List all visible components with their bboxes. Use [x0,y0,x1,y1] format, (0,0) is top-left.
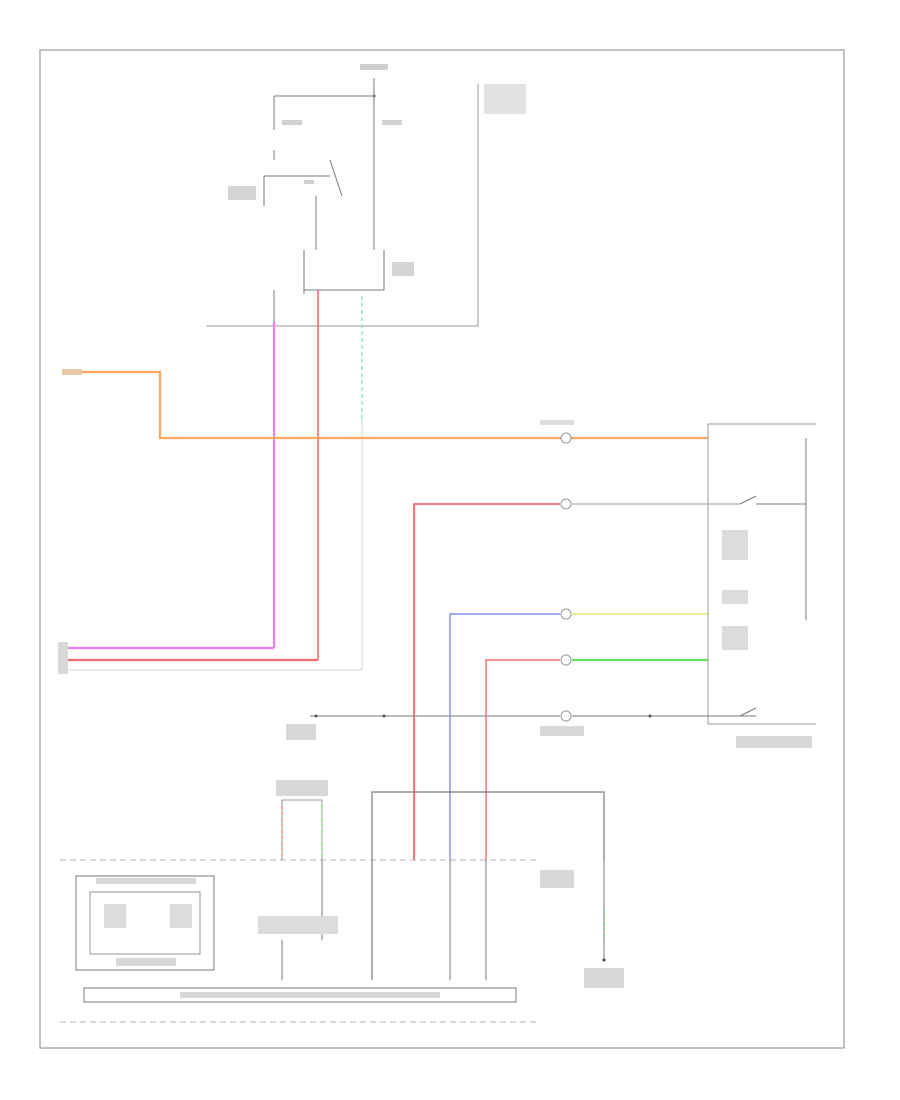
wire-red [413,503,560,860]
diagram-frame [39,49,845,1049]
left-module [75,875,215,971]
wire-pink-red [485,659,560,860]
ground-point-label [286,724,316,740]
note-bracket [206,84,479,327]
power-source [360,64,388,98]
brake-pedal-switch [228,150,343,250]
wire-blue [449,613,560,860]
data-link-connector [584,910,624,988]
upper-connector [276,780,328,860]
ground-line [310,714,756,718]
connector-row [540,420,584,736]
cruise-control-main-switch [707,423,816,748]
ignition-switch [273,95,402,250]
wire-orange [62,370,708,440]
engine-control-module [258,791,605,980]
can-bus [83,987,517,1003]
component-harness-box [273,250,414,322]
